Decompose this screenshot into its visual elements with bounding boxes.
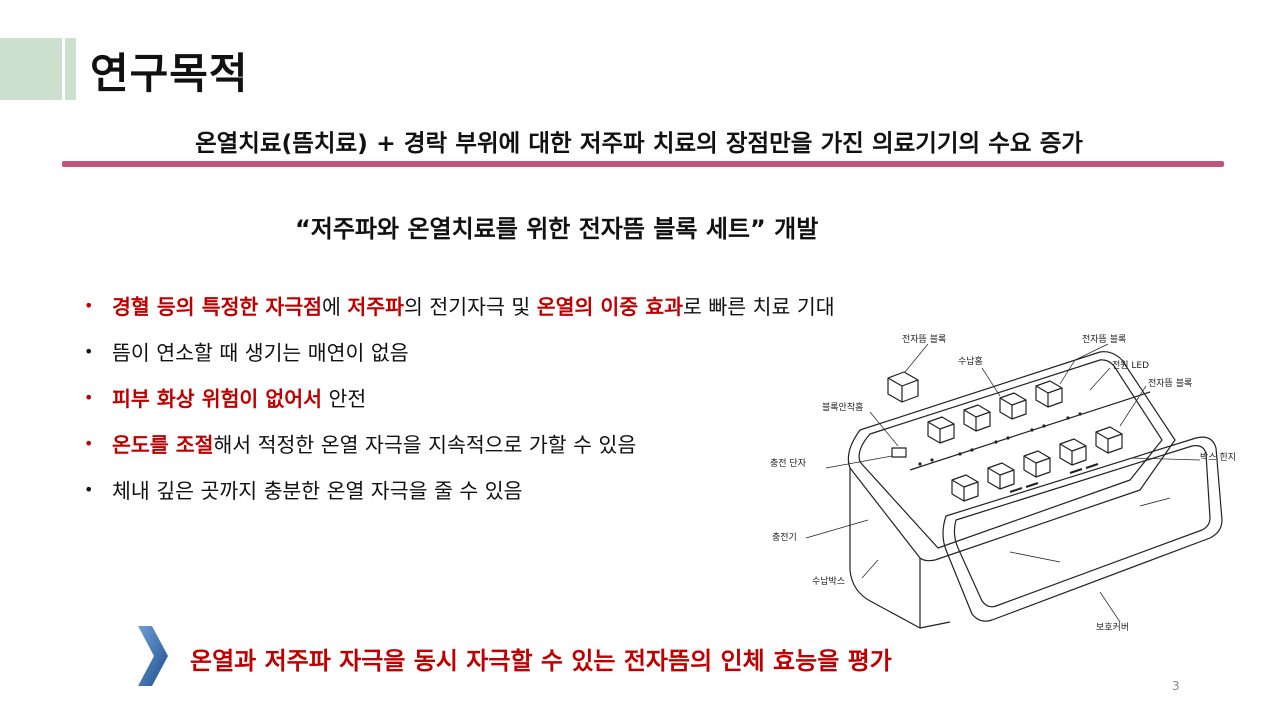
charge-terminals: [1009, 463, 1099, 493]
bullet-text: 안전: [322, 387, 367, 411]
bullet-highlight: 경혈 등의 특정한 자극점: [112, 295, 323, 319]
box-bottom-edge: [919, 621, 951, 629]
bullet-text: 에: [322, 295, 348, 319]
label-block-top-right: 전자뜸 블록: [1082, 334, 1126, 345]
label-storage-box: 수납박스: [812, 576, 845, 587]
bullet-item: • 뜸이 연소할 때 생기는 매연이 없음: [84, 328, 835, 374]
bullet-text: 체내 깊은 곳까지 충분한 온열 자극을 줄 수 있음: [112, 479, 523, 503]
device-diagram: 전자뜸 블록 전자뜸 블록 수납홈 전원 LED 전자뜸 블록 블록안착홈 충전…: [770, 334, 1236, 633]
label-protective-cover: 보호커버: [1096, 622, 1129, 633]
bullet-text: 의 전기자극 및: [404, 295, 537, 319]
leader-lines: [805, 343, 1201, 623]
bullet-dot: •: [84, 387, 94, 407]
label-power-led: 전원 LED: [1112, 360, 1149, 371]
label-block-right: 전자뜸 블록: [1148, 378, 1192, 389]
bullet-dot: •: [84, 479, 94, 499]
label-block-left: 전자뜸 블록: [902, 334, 946, 345]
title-decoration-bar: [65, 38, 76, 100]
slot-divider: [909, 391, 1151, 471]
box-front-wall: [849, 468, 921, 629]
title-decoration-block: [0, 38, 62, 100]
slide-subtitle: 온열치료(뜸치료) + 경락 부위에 대한 저주파 치료의 장점만을 가진 의료…: [195, 129, 1083, 157]
protective-cover-outline: [942, 436, 1223, 622]
label-charge-terminal: 충전 단자: [770, 458, 807, 469]
block-seat: [891, 447, 907, 458]
bullet-text: 해서 적정한 온열 자극을 지속적으로 가할 수 있음: [213, 433, 637, 457]
subtitle-underline: [62, 161, 1224, 167]
bullet-item: • 체내 깊은 곳까지 충분한 온열 자극을 줄 수 있음: [84, 466, 835, 512]
block-row-back: [927, 380, 1063, 444]
label-storage-slot: 수납홈: [958, 355, 983, 367]
loose-block-edges: [887, 377, 919, 402]
bullet-dot: •: [84, 433, 94, 453]
bullet-item: • 피부 화상 위험이 없어서 안전: [84, 374, 835, 420]
bullet-dot: •: [84, 295, 94, 315]
page-number: 3: [1172, 679, 1180, 693]
chevron-right-icon: [138, 626, 168, 686]
label-charger: 충전기: [772, 532, 797, 543]
label-box-hinge: 박스 힌지: [1200, 451, 1236, 463]
slide-title: 연구목적: [90, 49, 249, 98]
bullet-item: • 온도를 조절해서 적정한 온열 자극을 지속적으로 가할 수 있음: [84, 420, 835, 466]
bullet-item: • 경혈 등의 특정한 자극점에 저주파의 전기자극 및 온열의 이중 효과로 …: [84, 282, 835, 328]
bullet-text: 뜸이 연소할 때 생기는 매연이 없음: [112, 341, 409, 365]
project-title: “저주파와 온열치료를 위한 전자뜸 블록 세트” 개발: [295, 215, 819, 243]
bullet-text: 로 빠른 치료 기대: [683, 295, 835, 319]
bullet-dot: •: [84, 341, 94, 361]
loose-block: [887, 371, 919, 403]
bullet-highlight: 온도를 조절: [112, 433, 214, 457]
label-block-seat: 블록안착홈: [822, 401, 863, 413]
box-top-inner: [858, 359, 1163, 549]
conclusion-statement: 온열과 저주파 자극을 동시 자극할 수 있는 전자뜸의 인체 효능을 평가: [190, 647, 892, 675]
bullet-highlight: 저주파: [347, 295, 404, 319]
box-top-outline: [847, 351, 1176, 562]
protective-cover-inner: [953, 445, 1211, 608]
block-row-front: [951, 426, 1123, 502]
bullet-highlight: 피부 화상 위험이 없어서: [112, 387, 323, 411]
bullet-highlight: 온열의 이중 효과: [536, 295, 684, 319]
benefit-list: • 경혈 등의 특정한 자극점에 저주파의 전기자극 및 온열의 이중 효과로 …: [84, 282, 835, 512]
cover-reflection: [1009, 497, 1171, 563]
led-dots: [918, 412, 1082, 466]
